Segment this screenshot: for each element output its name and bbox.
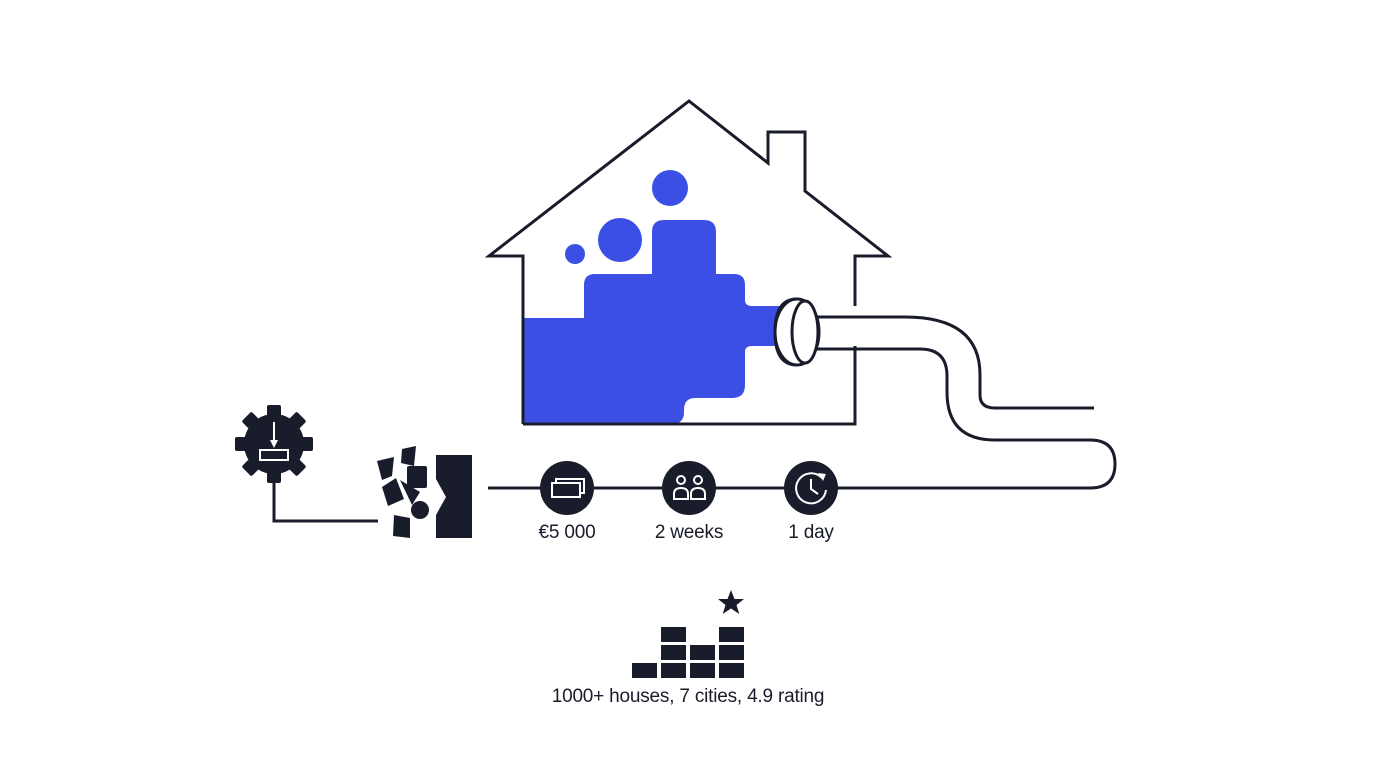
pipe-icon: [773, 297, 1117, 490]
cost-label: €5 000: [538, 522, 596, 543]
team-icon: [662, 461, 716, 515]
gear-icon: [235, 405, 313, 483]
install-time-label: 1 day: [788, 522, 834, 543]
clock-icon: [784, 461, 838, 515]
bubble-medium: [598, 218, 642, 262]
rating-bars-icon: [632, 627, 744, 678]
bubble-large: [652, 170, 688, 206]
money-stack-icon: [540, 461, 594, 515]
puzzle-door-icon: [377, 446, 472, 538]
duration-label: 2 weeks: [654, 522, 724, 543]
bubble-small: [565, 244, 585, 264]
star-icon: [718, 590, 744, 614]
blue-fill-blob: [523, 170, 812, 424]
house-icon: [484, 99, 893, 426]
summary-stats-label: 1000+ houses, 7 cities, 4.9 rating: [551, 686, 825, 707]
